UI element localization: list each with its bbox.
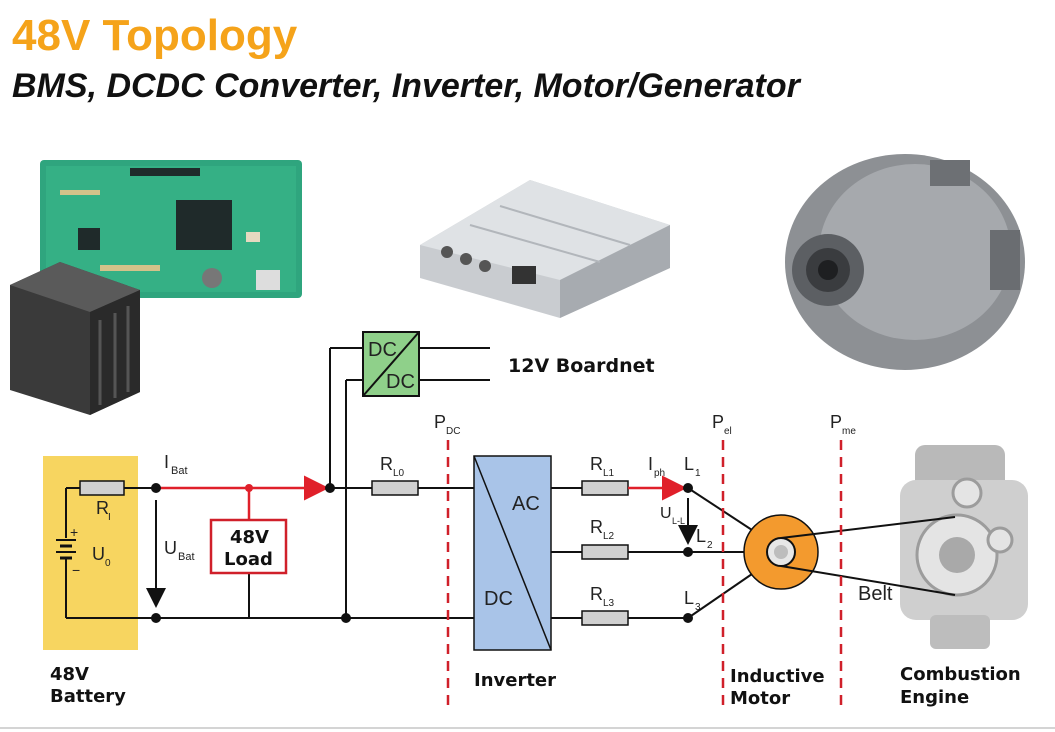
ibat-label: I xyxy=(164,452,169,472)
rl3-sub: L3 xyxy=(603,598,615,609)
motor-label-1: Inductive xyxy=(730,666,825,687)
page-title: 48V Topology xyxy=(12,11,298,60)
pdc-sub: DC xyxy=(446,426,460,437)
pme-sub: me xyxy=(842,426,856,437)
boardnet-label: 12V Boardnet xyxy=(508,355,655,377)
rl1-sub: L1 xyxy=(603,468,615,479)
ubat-label: U xyxy=(164,538,177,558)
ri-sub: I xyxy=(108,512,111,523)
load-label-1: 48V xyxy=(230,527,269,548)
l1-label: L xyxy=(684,454,694,474)
bms-pcb-photo xyxy=(40,160,302,298)
battery-label-1: 48V xyxy=(50,664,89,685)
rl2-label: R xyxy=(590,517,603,537)
iph-sub: ph xyxy=(654,468,665,479)
pme-label: P xyxy=(830,412,842,432)
belt-top xyxy=(780,516,956,539)
dcdc-diagonal xyxy=(362,331,420,397)
ibat-sub: Bat xyxy=(171,465,188,477)
engine-label-1: Combustion xyxy=(900,664,1021,685)
dcdc-top-label: DC xyxy=(368,339,397,361)
rl2-sub: L2 xyxy=(603,531,615,542)
iph-label: I xyxy=(648,454,653,474)
resistor-rl1 xyxy=(581,480,629,496)
resistor-rl2 xyxy=(581,544,629,560)
inverter-ac: AC xyxy=(512,493,540,515)
l2-label: L xyxy=(696,526,706,546)
page-subtitle: BMS, DCDC Converter, Inverter, Motor/Gen… xyxy=(12,67,800,105)
pel-label: P xyxy=(712,412,724,432)
motor-generator-photo xyxy=(785,154,1025,370)
minus-sign: − xyxy=(72,562,80,578)
ull-label: U xyxy=(660,505,672,522)
rl1-label: R xyxy=(590,454,603,474)
l3-label: L xyxy=(684,588,694,608)
inverter-dc: DC xyxy=(484,588,513,610)
dcdc-converter-photo xyxy=(420,180,670,318)
rl0-sub: L0 xyxy=(393,468,405,479)
ri-label: R xyxy=(96,498,109,518)
belt-bottom xyxy=(780,565,956,596)
combustion-engine-photo xyxy=(900,445,1028,649)
battery-resistor xyxy=(79,480,125,496)
pdc-label: P xyxy=(434,412,446,432)
motor-label-2: Motor xyxy=(730,688,790,709)
load-label-2: Load xyxy=(224,549,273,570)
u0-sub: 0 xyxy=(105,558,111,569)
dcdc-bottom-label: DC xyxy=(386,371,415,393)
plus-sign: + xyxy=(70,524,78,540)
resistor-rl0 xyxy=(371,480,419,496)
rl3-label: R xyxy=(590,584,603,604)
inverter-label: Inverter xyxy=(474,670,556,691)
l1-sub: 1 xyxy=(695,468,701,479)
engine-label-2: Engine xyxy=(900,687,969,708)
battery-pack-photo xyxy=(10,262,140,415)
resistor-rl3 xyxy=(581,610,629,626)
pel-sub: el xyxy=(724,426,732,437)
battery-label-2: Battery xyxy=(50,686,126,707)
l2-sub: 2 xyxy=(707,540,713,551)
u0-label: U xyxy=(92,544,105,564)
ull-sub: L-L xyxy=(672,516,685,526)
load-block xyxy=(209,518,288,575)
l3-sub: 3 xyxy=(695,602,701,613)
belt-label: Belt xyxy=(858,583,893,605)
rl0-label: R xyxy=(380,454,393,474)
ubat-sub: Bat xyxy=(178,551,195,563)
